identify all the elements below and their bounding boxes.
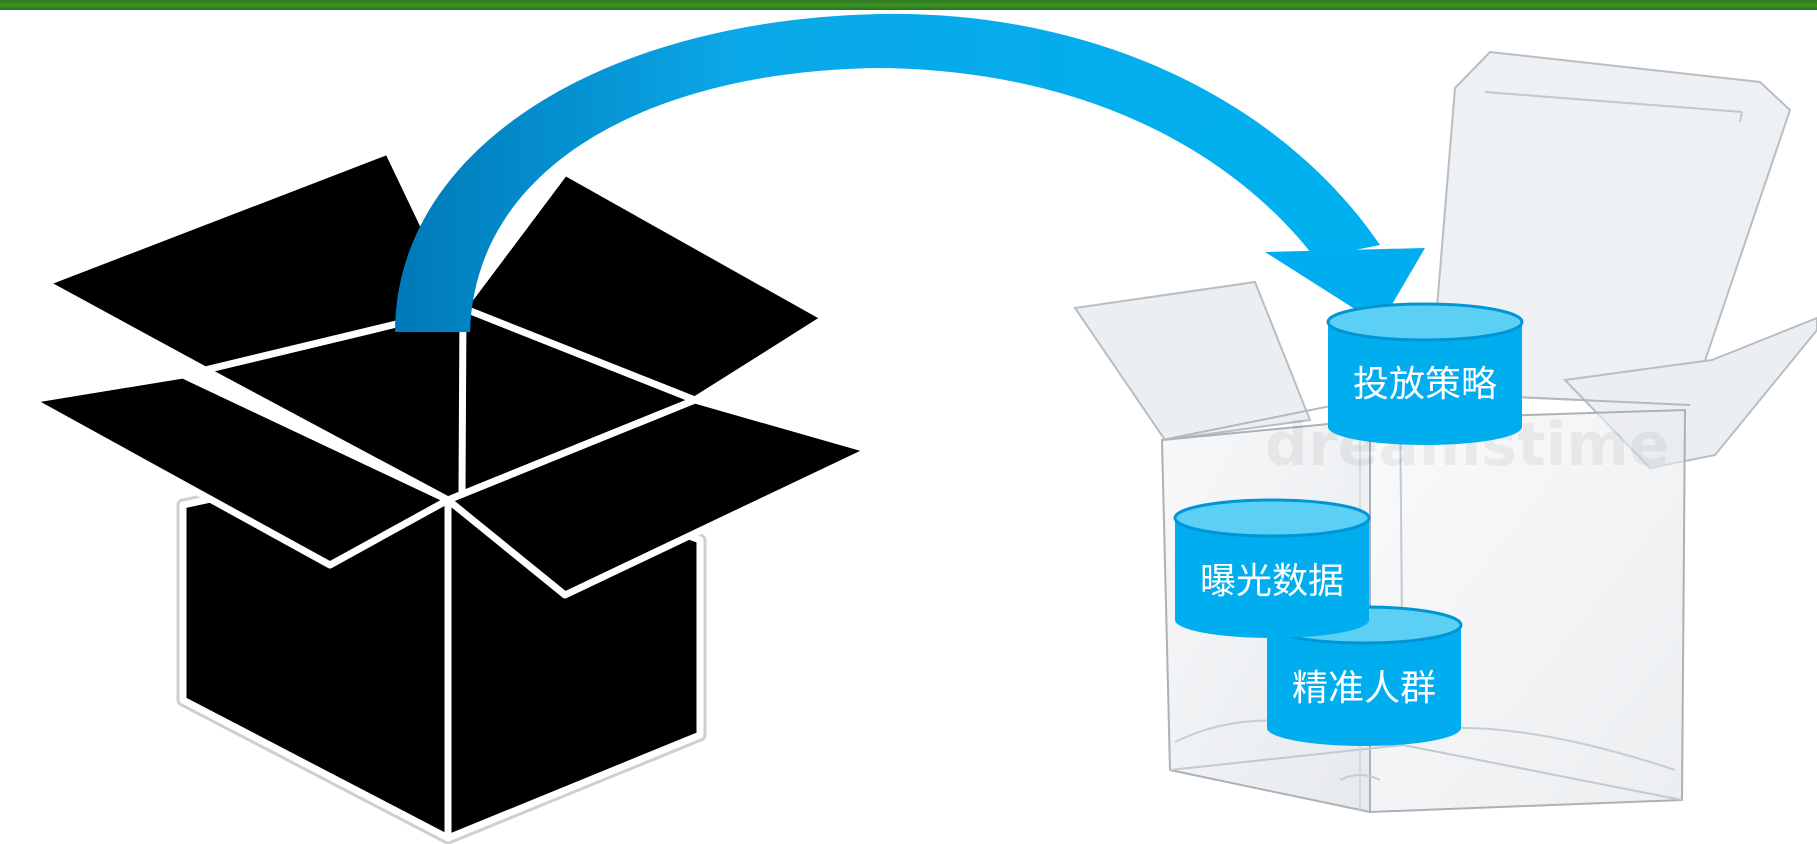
cylinder-strategy: 投放策略 — [1328, 304, 1522, 445]
cylinder-label: 投放策略 — [1353, 364, 1497, 405]
cylinder-exposure: 曝光数据 — [1175, 500, 1369, 638]
cylinder-label: 曝光数据 — [1200, 561, 1344, 602]
cylinder-label: 精准人群 — [1292, 668, 1436, 709]
